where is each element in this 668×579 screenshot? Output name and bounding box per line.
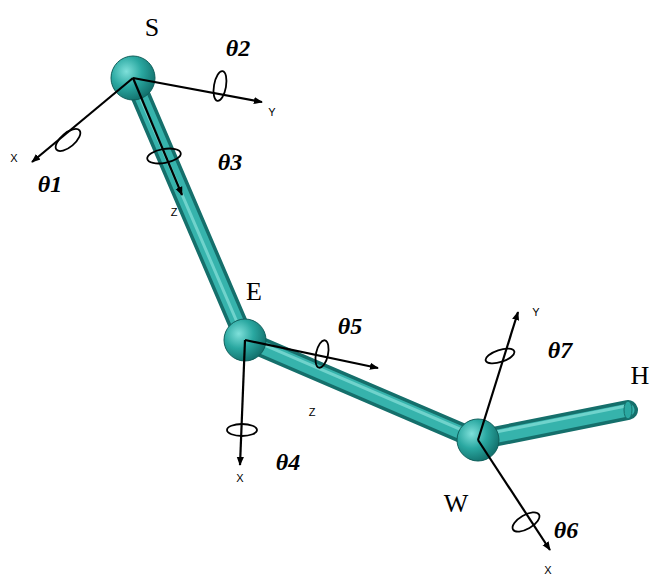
angle-label: θ6: [554, 518, 578, 542]
axis-arrow: [133, 78, 262, 102]
arm-links: [131, 76, 628, 440]
axis-label: Y: [268, 107, 275, 118]
axis-arrow: [240, 340, 245, 465]
link-body: [133, 78, 628, 440]
link-outline: [133, 78, 628, 440]
axis-arrow: [478, 440, 550, 550]
rotation-ellipse: [211, 70, 228, 102]
joint-label: S: [145, 15, 159, 41]
axis-label: X: [544, 565, 551, 576]
angle-label: θ1: [38, 172, 62, 196]
angle-label: θ2: [226, 36, 250, 60]
joint-label: W: [444, 491, 469, 517]
angle-label: θ5: [338, 314, 362, 338]
joint-label: E: [246, 279, 262, 305]
joint-spheres: [111, 56, 632, 461]
rotation-ellipse: [52, 125, 84, 155]
axis-label: X: [236, 473, 243, 484]
rotation-symbols: [52, 70, 542, 535]
joint-label: H: [631, 363, 650, 389]
frame-axes: [32, 78, 550, 550]
link-highlight: [131, 76, 626, 436]
axis-arrow: [32, 78, 133, 162]
angle-label: θ7: [548, 338, 572, 362]
angle-label: θ4: [276, 450, 300, 474]
axis-arrow: [133, 78, 182, 195]
rotation-ellipse: [313, 339, 331, 369]
axis-label: Z: [171, 207, 178, 218]
rotation-ellipse: [510, 508, 543, 535]
rotation-ellipse: [227, 424, 257, 436]
rotation-ellipse: [146, 146, 182, 166]
axis-label: X: [10, 153, 17, 164]
angle-label: θ3: [218, 150, 242, 174]
axis-label: Z: [309, 407, 316, 418]
rotation-ellipse: [484, 346, 516, 367]
axis-arrow: [478, 312, 518, 440]
hand-end: [624, 401, 632, 419]
axis-arrow: [245, 340, 378, 368]
axis-label: Y: [532, 307, 539, 318]
